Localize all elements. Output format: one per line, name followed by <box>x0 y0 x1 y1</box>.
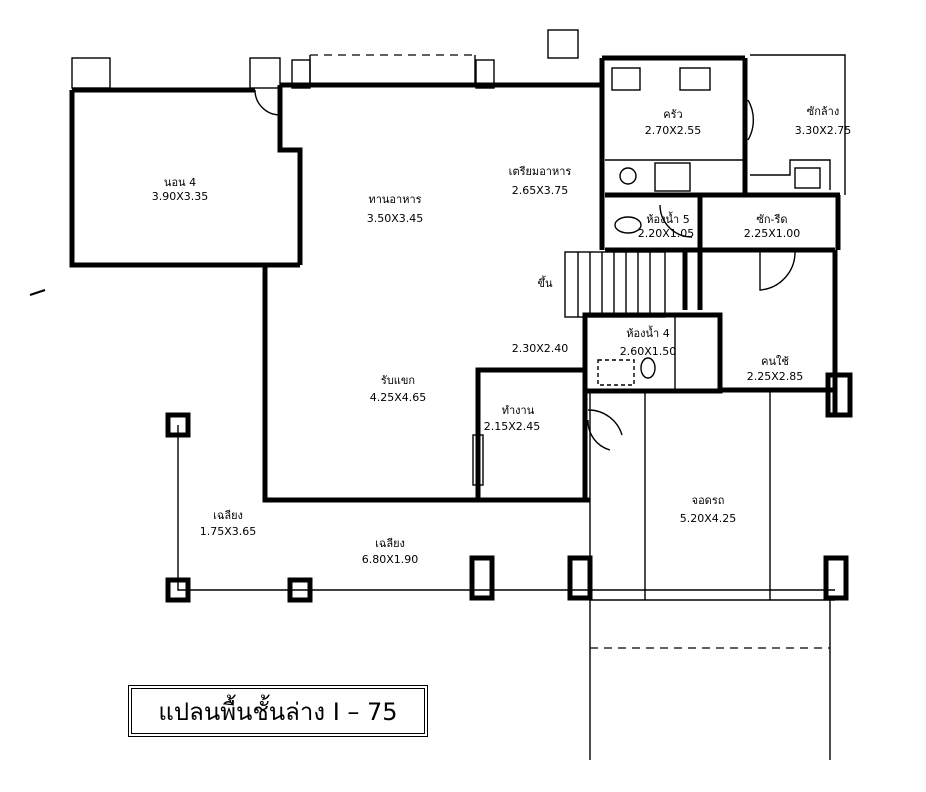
columns <box>165 412 849 603</box>
room-porch-front-name: เฉลียง <box>375 537 405 550</box>
room-living-name: รับแขก <box>380 374 416 387</box>
room-garage-size: 5.20X4.25 <box>679 512 737 525</box>
room-bath5-size: 2.20X1.05 <box>637 227 695 240</box>
room-dining-name: ทานอาหาร <box>368 193 422 206</box>
room-laundry-size: 3.30X2.75 <box>794 124 852 137</box>
room-work-size: 2.15X2.45 <box>483 420 541 433</box>
room-ironing-name: ซัก-รีด <box>756 213 788 226</box>
room-dining-size: 3.50X3.45 <box>366 212 424 225</box>
room-work-name: ทำงาน <box>501 404 535 417</box>
room-bath4-size: 2.60X1.50 <box>619 345 677 358</box>
room-bath4-name: ห้องน้ำ 4 <box>626 327 670 340</box>
room-porch-side-name: เฉลียง <box>213 509 243 522</box>
room-living-size: 4.25X4.65 <box>369 391 427 404</box>
plan-title: แปลนพื้นชั้นล่าง I – 75 <box>128 685 428 737</box>
room-porch-side-size: 1.75X3.65 <box>199 525 257 538</box>
room-prep-size: 2.65X3.75 <box>511 184 569 197</box>
plan-title-text: แปลนพื้นชั้นล่าง I – 75 <box>158 697 398 726</box>
room-bedroom4-name: นอน 4 <box>163 176 197 189</box>
room-kitchen-name: ครัว <box>663 108 683 121</box>
room-prep-name: เตรียมอาหาร <box>508 165 572 178</box>
room-bath5-name: ห้องน้ำ 5 <box>646 213 690 226</box>
stairs-up-label: ขึ้น <box>537 277 553 290</box>
room-garage-name: จอดรถ <box>691 494 725 507</box>
room-maid-name: คนใช้ <box>761 355 789 368</box>
room-hall-size: 2.30X2.40 <box>511 342 569 355</box>
room-kitchen-size: 2.70X2.55 <box>644 124 702 137</box>
walls <box>29 29 853 760</box>
room-ironing-size: 2.25X1.00 <box>743 227 801 240</box>
room-porch-front-size: 6.80X1.90 <box>361 553 419 566</box>
room-maid-size: 2.25X2.85 <box>746 370 804 383</box>
room-laundry-name: ซักล้าง <box>806 105 840 118</box>
room-bedroom4-size: 3.90X3.35 <box>151 190 209 203</box>
